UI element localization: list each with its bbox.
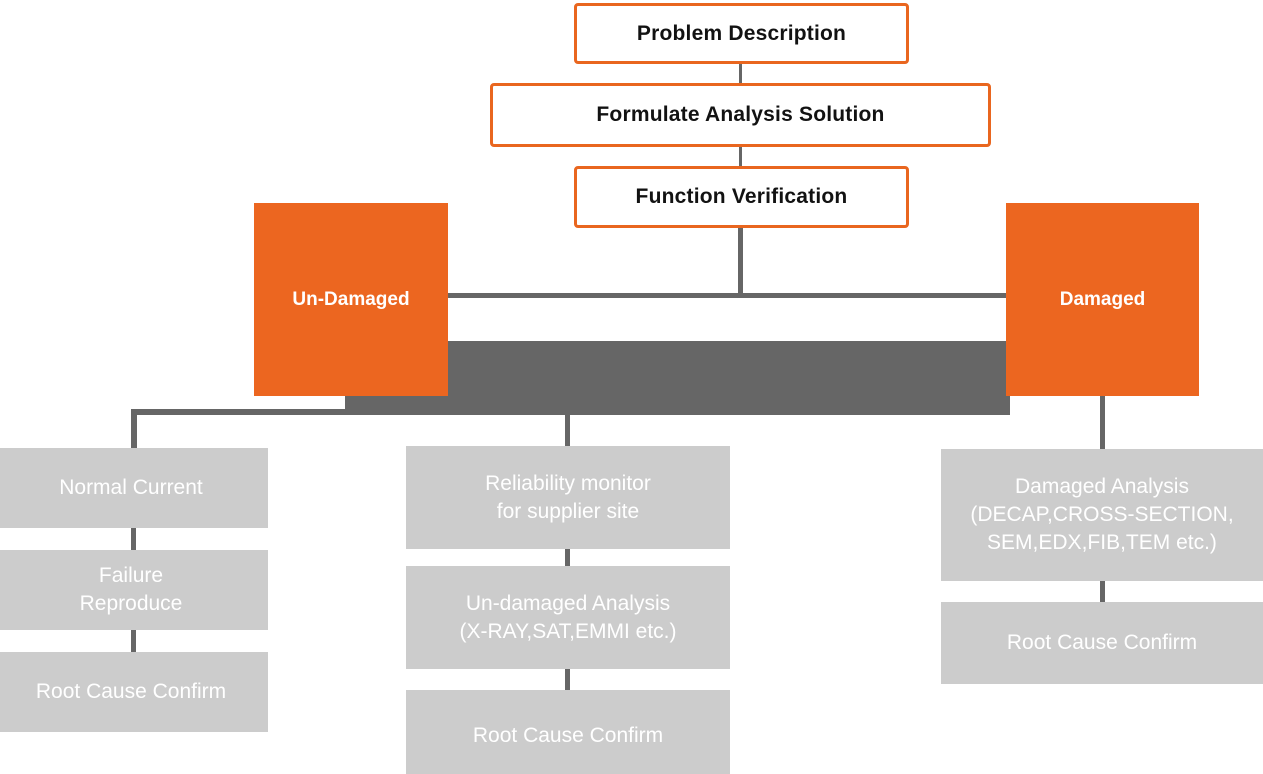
connector-formulate-to-function (739, 145, 742, 168)
node-damaged-analysis[interactable]: Damaged Analysis (DECAP,CROSS-SECTION, S… (941, 449, 1263, 581)
connector-l2-to-l3 (131, 628, 136, 654)
node-failure-reproduce[interactable]: Failure Reproduce (0, 550, 268, 630)
connector-split-bar (444, 293, 1010, 298)
connector-m1-to-m2 (565, 547, 570, 568)
node-damaged[interactable]: Damaged (1006, 203, 1199, 396)
connector-drop-left-branch (131, 409, 137, 449)
connector-m2-to-m3 (565, 667, 570, 692)
node-formulate-analysis-solution[interactable]: Formulate Analysis Solution (490, 83, 991, 147)
node-reliability-monitor-supplier-site[interactable]: Reliability monitor for supplier site (406, 446, 730, 549)
node-root-cause-confirm-left[interactable]: Root Cause Confirm (0, 652, 268, 732)
node-un-damaged[interactable]: Un-Damaged (254, 203, 448, 396)
connector-problem-to-formulate (739, 62, 742, 85)
branch-spine-left-extension (345, 396, 445, 415)
node-root-cause-confirm-right[interactable]: Root Cause Confirm (941, 602, 1263, 684)
branch-spine-bar (444, 341, 1010, 415)
connector-drop-middle-branch (565, 413, 570, 449)
connector-l1-to-l2 (131, 526, 136, 552)
connector-r1-to-r2 (1100, 579, 1105, 604)
connector-function-to-split (738, 226, 743, 298)
node-function-verification[interactable]: Function Verification (574, 166, 909, 228)
node-problem-description[interactable]: Problem Description (574, 3, 909, 64)
node-normal-current[interactable]: Normal Current (0, 448, 268, 528)
connector-drop-right-branch (1100, 396, 1105, 449)
node-un-damaged-analysis[interactable]: Un-damaged Analysis (X-RAY,SAT,EMMI etc.… (406, 566, 730, 669)
node-root-cause-confirm-middle[interactable]: Root Cause Confirm (406, 690, 730, 774)
branch-rail-left (131, 409, 347, 415)
